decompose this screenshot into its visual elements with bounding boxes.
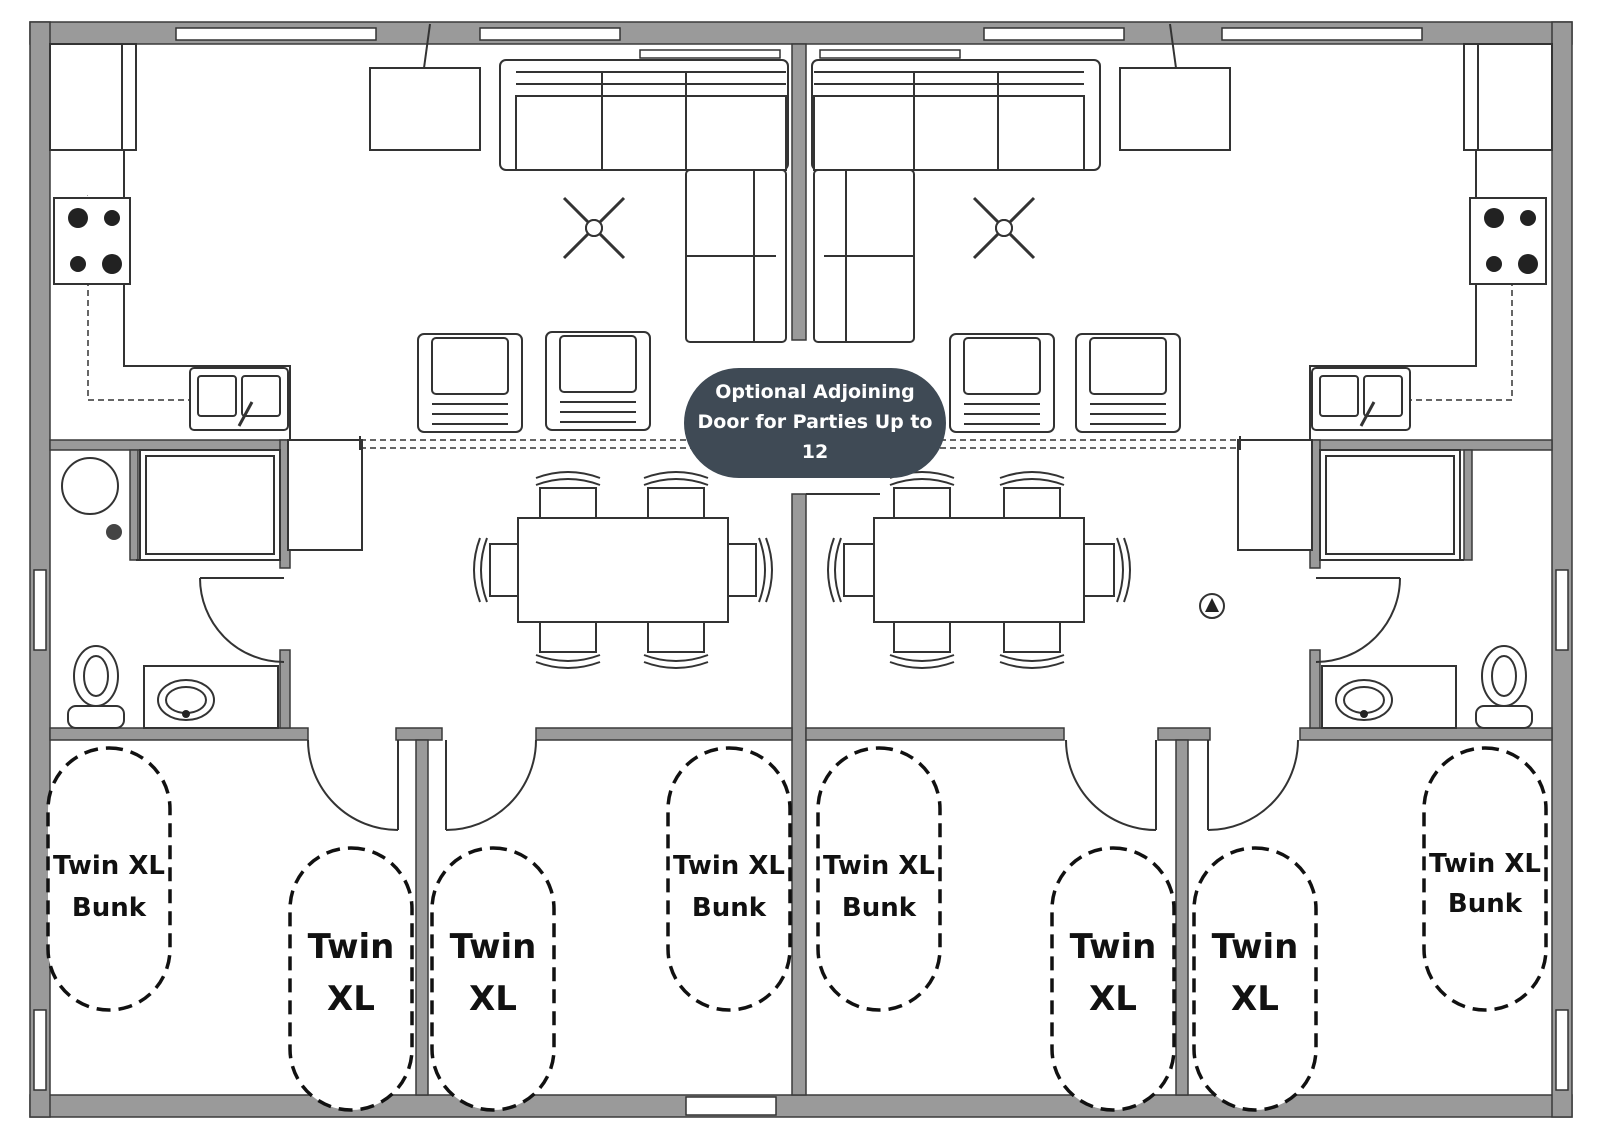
note-line1: Optional Adjoining: [715, 381, 914, 403]
bunk-label-line2: Bunk: [692, 893, 767, 923]
bed-bunk-3: [816, 746, 942, 1012]
ceiling-fan-icon: [562, 196, 626, 260]
sink-icon: [1310, 366, 1412, 432]
bed-outlines: [46, 746, 1548, 1112]
basin-icon: [143, 665, 279, 729]
dining-table-icon: [473, 471, 773, 669]
bunk-label-line1: Twin XL: [1429, 849, 1541, 879]
bed-twin-2: [430, 846, 556, 1112]
toilet-icon: [67, 645, 125, 729]
twin-label-line1: Twin: [1070, 927, 1157, 967]
bed-twin-1: [288, 846, 414, 1112]
note-line2: Door for Parties Up to: [698, 411, 933, 433]
twin-label-line1: Twin: [1212, 927, 1299, 967]
bathroom-left: [136, 449, 285, 663]
bed-twin-4: [1192, 846, 1318, 1112]
bed-twin-3: [1050, 846, 1176, 1112]
twin-label-line2: XL: [1089, 979, 1137, 1019]
bunk-label-line2: Bunk: [72, 893, 147, 923]
bunk-label-line2: Bunk: [1448, 889, 1523, 919]
armchair-icon: [1075, 333, 1181, 433]
stove-icon: [53, 197, 131, 285]
bunk-label-line2: Bunk: [842, 893, 917, 923]
bunk-label-line1: Twin XL: [823, 851, 935, 881]
armchair-icon: [545, 331, 651, 431]
stove-icon: [1469, 197, 1547, 285]
armchair-icon: [949, 333, 1055, 433]
armchair-icon: [417, 333, 523, 433]
bathroom-right: [1315, 449, 1464, 663]
twin-label-line2: XL: [1231, 979, 1279, 1019]
dining-table-icon: [827, 471, 1131, 669]
bed-bunk-1: [46, 746, 172, 1012]
walls: [29, 21, 1573, 1118]
toilet-icon: [1475, 645, 1533, 729]
sink-icon: [188, 366, 290, 432]
twin-label-line1: Twin: [450, 927, 537, 967]
smoke-detector-icon: [1199, 593, 1225, 619]
bunk-label-line1: Twin XL: [673, 851, 785, 881]
twin-label-line1: Twin: [308, 927, 395, 967]
sofa-icon: [499, 59, 789, 343]
sofa-icon: [811, 59, 1101, 343]
basin-icon: [1321, 665, 1457, 729]
ceiling-fan-icon: [972, 196, 1036, 260]
water-heater-icon: [61, 457, 122, 540]
bunk-label-line1: Twin XL: [53, 851, 165, 881]
bed-bunk-4: [1422, 746, 1548, 1012]
adjoining-door-note: Optional Adjoining Door for Parties Up t…: [684, 368, 946, 478]
bed-labels: Twin XL Bunk Twin XL Twin XL Twin XL Bun…: [53, 849, 1541, 1019]
twin-label-line2: XL: [469, 979, 517, 1019]
twin-label-line2: XL: [327, 979, 375, 1019]
windows: [33, 27, 1569, 1116]
door-swings: [307, 739, 1299, 831]
bed-bunk-2: [666, 746, 792, 1012]
note-line3: 12: [802, 441, 828, 463]
